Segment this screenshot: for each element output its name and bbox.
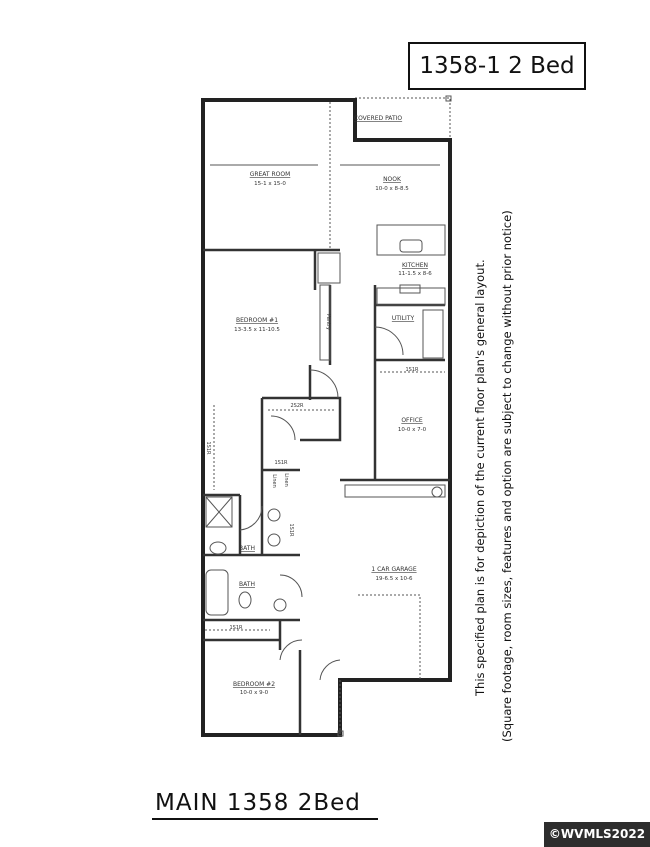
kitchen-island — [376, 224, 446, 256]
garage-door-outline — [358, 594, 421, 680]
main-floor-label: MAIN 1358 2Bed — [155, 790, 361, 816]
door-swings — [239, 326, 404, 681]
bath2-label: BATH — [239, 581, 255, 588]
sink-2 — [267, 533, 281, 547]
exterior-wall — [201, 98, 452, 737]
toilet-1 — [209, 541, 227, 555]
utility-label: UTILITY — [392, 315, 415, 322]
closet-1s1r-label: 1S1R — [274, 460, 288, 466]
garage-label: 1 CAR GARAGE — [371, 566, 416, 573]
range — [399, 284, 421, 294]
pantry-shelf — [319, 284, 331, 361]
bathtub — [205, 569, 229, 616]
bedroom1-label: BEDROOM #1 — [236, 317, 278, 324]
kitchen-dims: 11-1.5 x 8-6 — [398, 271, 432, 277]
sink-1 — [267, 508, 281, 522]
bath-closet-label: 1S1R — [288, 523, 294, 537]
patio-post — [445, 95, 452, 102]
bedroom1-closet-label: 1S1R — [205, 441, 211, 455]
porch-post — [337, 730, 344, 737]
linen2-label: Linen — [283, 473, 289, 487]
great-room-label: GREAT ROOM — [250, 171, 291, 178]
nook-dims: 10-0 x 8-8.5 — [375, 186, 409, 192]
plan-title: 1358-1 2 Bed — [408, 42, 586, 90]
fridge — [317, 252, 341, 284]
bath1-label: BATH — [239, 545, 255, 552]
sink-3 — [273, 598, 287, 612]
bedroom2-closet-label: 1S1R — [229, 625, 243, 631]
kitchen-label: KITCHEN — [402, 262, 428, 269]
garage-dims: 19-6.5 x 10-6 — [376, 576, 413, 582]
shower — [205, 496, 233, 528]
bedroom2-dims: 10-0 x 9-0 — [240, 690, 269, 696]
linen1-label: Linen — [271, 474, 277, 488]
shower-drain-x — [205, 496, 233, 528]
main-label-underline — [152, 818, 378, 820]
covered-patio-label: COVERED PATIO — [354, 115, 402, 122]
office-dims: 10-0 x 7-0 — [398, 427, 427, 433]
pantry-label: Pantry — [325, 314, 331, 330]
toilet-2 — [238, 591, 252, 609]
water-heater — [431, 486, 443, 498]
bedroom1-dims: 13-3.5 x 11-10.5 — [234, 327, 280, 333]
kitchen-sink — [399, 239, 423, 253]
copyright-badge: ©WVMLS2022 — [544, 822, 650, 847]
office-closet-label: 1S1R — [405, 367, 419, 373]
office-label: OFFICE — [401, 417, 423, 424]
disclaimer-line-2: (Square footage, room sizes, features an… — [500, 210, 514, 742]
washer-dryer — [422, 309, 444, 359]
nook-label: NOOK — [383, 176, 402, 183]
furnace-area — [344, 484, 446, 498]
bedroom2-label: BEDROOM #2 — [233, 681, 275, 688]
kitchen-counter — [376, 287, 446, 306]
great-room-dims: 15-1 x 15-0 — [254, 181, 286, 187]
closet-2s2r-label: 2S2R — [290, 403, 304, 409]
disclaimer-line-1: This specified plan is for depiction of … — [473, 259, 487, 696]
